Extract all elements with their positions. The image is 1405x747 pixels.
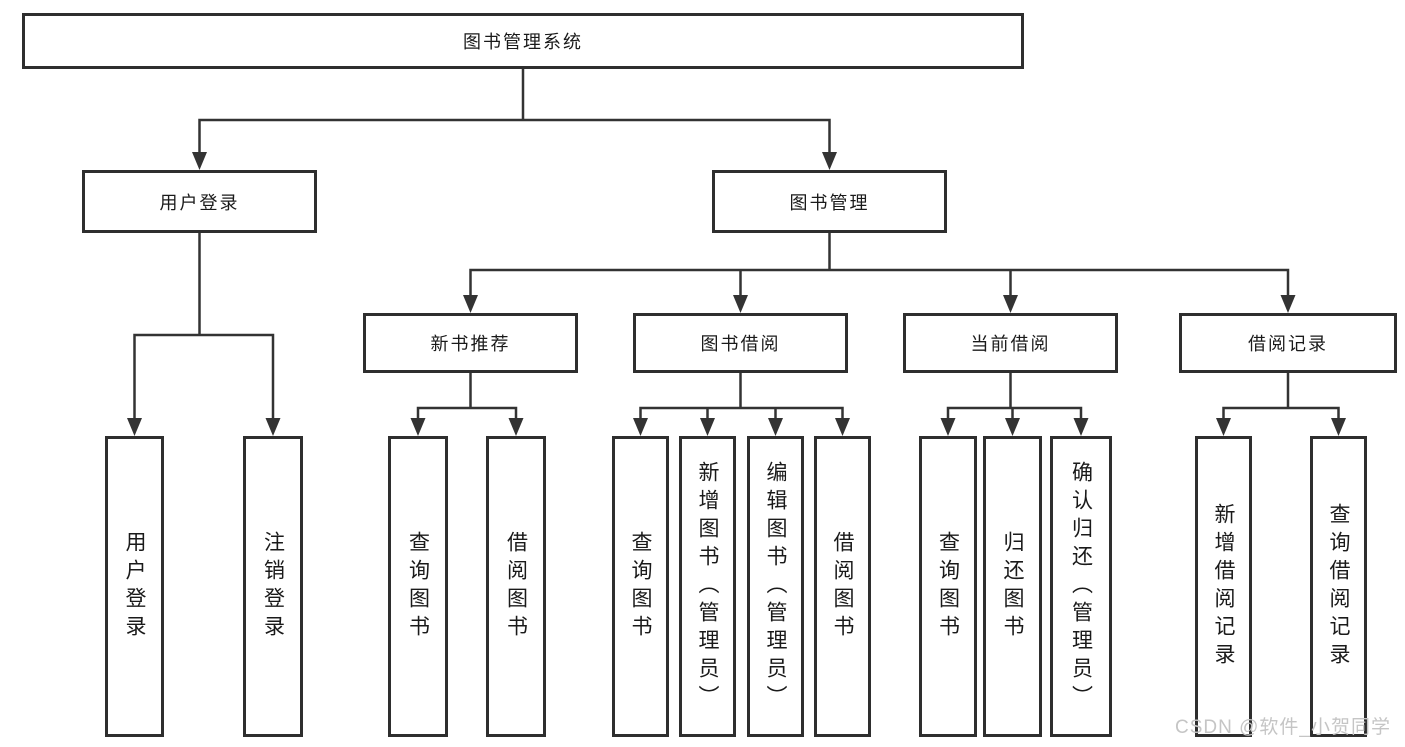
node-label: 查询图书 bbox=[629, 530, 652, 643]
node-label: 图书管理 bbox=[789, 192, 870, 213]
leaf-user-login: 用户登录 bbox=[105, 436, 164, 737]
node-label: 借阅图书 bbox=[504, 530, 528, 643]
node-current-borrow: 当前借阅 bbox=[903, 313, 1118, 373]
node-label: 新增图书（管理员） bbox=[696, 460, 719, 713]
leaf-add-books-admin: 新增图书（管理员） bbox=[679, 436, 736, 737]
node-label: 查询图书 bbox=[406, 530, 430, 643]
leaf-logout: 注销登录 bbox=[243, 436, 303, 737]
leaf-query-books-borrow: 查询图书 bbox=[612, 436, 669, 737]
node-label: 归还图书 bbox=[1001, 530, 1024, 643]
node-label: 当前借阅 bbox=[970, 334, 1051, 354]
leaf-borrow-books: 借阅图书 bbox=[814, 436, 871, 737]
leaf-query-books-current: 查询图书 bbox=[919, 436, 977, 737]
leaf-borrow-books-recommend: 借阅图书 bbox=[486, 436, 546, 737]
leaf-add-borrow-record: 新增借阅记录 bbox=[1195, 436, 1252, 737]
node-label: 编辑图书（管理员） bbox=[764, 460, 787, 713]
node-label: 注销登录 bbox=[261, 530, 285, 643]
leaf-query-borrow-record: 查询借阅记录 bbox=[1310, 436, 1367, 737]
node-label: 图书管理系统 bbox=[463, 32, 583, 52]
node-label: 借阅记录 bbox=[1248, 334, 1328, 354]
leaf-edit-books-admin: 编辑图书（管理员） bbox=[747, 436, 804, 737]
node-label: 用户登录 bbox=[159, 192, 240, 213]
node-label: 查询借阅记录 bbox=[1327, 502, 1350, 671]
node-library-management-system: 图书管理系统 bbox=[22, 13, 1024, 69]
node-user-login: 用户登录 bbox=[82, 170, 317, 233]
arrowheads bbox=[127, 152, 1346, 436]
leaf-confirm-return-admin: 确认归还（管理员） bbox=[1050, 436, 1112, 737]
node-borrow-records: 借阅记录 bbox=[1179, 313, 1397, 373]
node-new-book-recommend: 新书推荐 bbox=[363, 313, 578, 373]
node-label: 新增借阅记录 bbox=[1212, 502, 1235, 671]
node-label: 新书推荐 bbox=[430, 334, 511, 354]
node-label: 确认归还（管理员） bbox=[1069, 460, 1093, 713]
node-book-management: 图书管理 bbox=[712, 170, 947, 233]
node-label: 查询图书 bbox=[936, 530, 960, 643]
leaf-return-books: 归还图书 bbox=[983, 436, 1042, 737]
leaf-query-books-recommend: 查询图书 bbox=[388, 436, 448, 737]
node-label: 借阅图书 bbox=[831, 530, 854, 643]
node-book-borrow: 图书借阅 bbox=[633, 313, 848, 373]
watermark: CSDN @软件_小贺同学 bbox=[1175, 717, 1391, 738]
node-label: 图书借阅 bbox=[700, 334, 781, 354]
node-label: 用户登录 bbox=[123, 530, 146, 643]
